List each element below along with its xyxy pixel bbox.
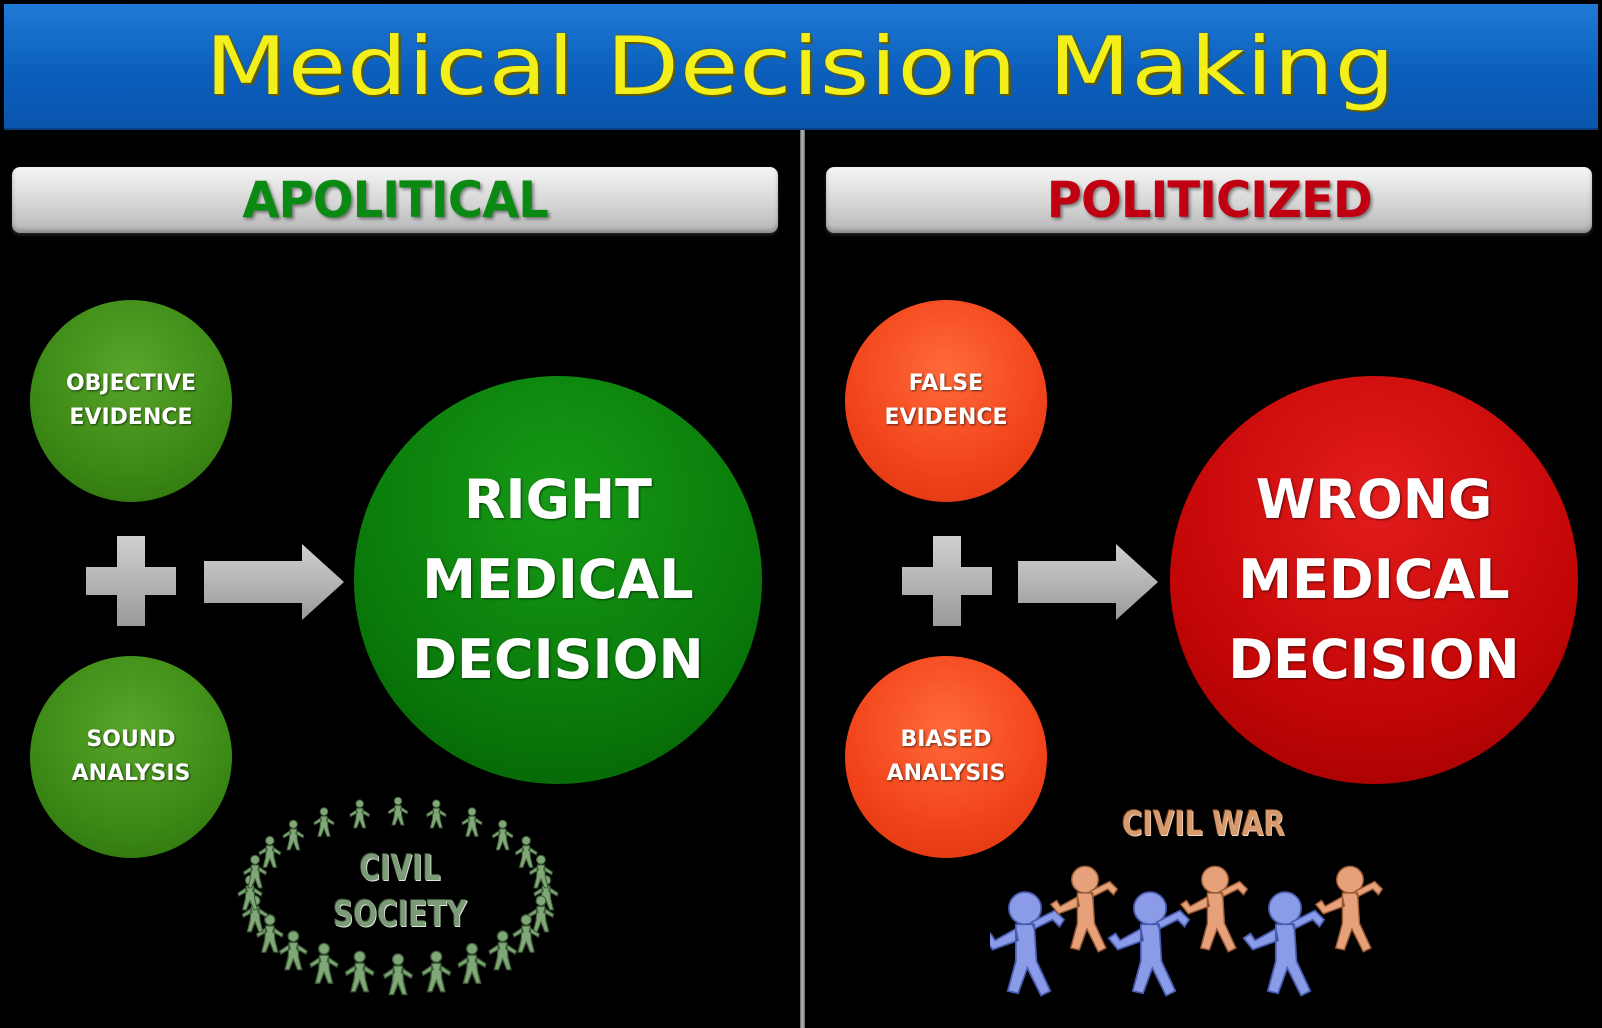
people-holding-hands-circle-icon	[237, 796, 559, 996]
politicized-header-label: POLITICIZED	[1046, 171, 1372, 229]
plus-icon	[902, 536, 992, 626]
person-figure	[242, 854, 268, 889]
civil-war-label: CIVIL WAR	[1122, 804, 1285, 844]
objective-evidence-circle: OBJECTIVE EVIDENCE	[30, 300, 232, 502]
person-figure	[258, 835, 282, 868]
wrong-decision-circle: WRONG MEDICAL DECISION	[1170, 376, 1578, 784]
person-figure	[282, 819, 305, 851]
apolitical-header-label: APOLITICAL	[242, 171, 549, 229]
apolitical-header: APOLITICAL	[12, 167, 778, 233]
person-figure	[425, 799, 447, 829]
right-arrow-icon	[204, 544, 344, 620]
center-divider	[800, 130, 805, 1028]
person-figure	[528, 854, 554, 889]
person-figure	[514, 835, 538, 868]
title-bar: Medical Decision Making	[4, 4, 1598, 130]
person-figure	[382, 953, 414, 996]
fighter-figure	[1179, 865, 1249, 953]
fighter-figure	[990, 891, 1066, 997]
person-figure	[349, 799, 371, 829]
fighter-figure	[1314, 865, 1384, 953]
person-figure	[344, 950, 375, 993]
civil-society-label: CIVIL SOCIETY	[333, 848, 467, 935]
person-figure	[255, 914, 284, 953]
politicized-header: POLITICIZED	[826, 167, 1592, 233]
person-figure	[309, 942, 339, 984]
sound-analysis-circle: SOUND ANALYSIS	[30, 656, 232, 858]
false-evidence-circle: FALSE EVIDENCE	[845, 300, 1047, 502]
person-figure	[387, 796, 409, 826]
person-figure	[491, 819, 514, 851]
fighter-figure	[1049, 865, 1119, 953]
page-title: Medical Decision Making	[205, 19, 1397, 113]
person-figure	[457, 942, 487, 984]
fighter-figure	[1107, 891, 1191, 997]
plus-icon	[86, 536, 176, 626]
right-arrow-icon	[1018, 544, 1158, 620]
person-figure	[488, 930, 518, 971]
fighter-figure	[1242, 891, 1326, 997]
person-figure	[421, 950, 452, 993]
person-figure	[278, 930, 308, 971]
person-figure	[461, 807, 483, 837]
fighting-figures-icon	[990, 865, 1384, 997]
person-figure	[313, 807, 335, 837]
person-figure	[512, 914, 541, 953]
right-decision-circle: RIGHT MEDICAL DECISION	[354, 376, 762, 784]
biased-analysis-circle: BIASED ANALYSIS	[845, 656, 1047, 858]
